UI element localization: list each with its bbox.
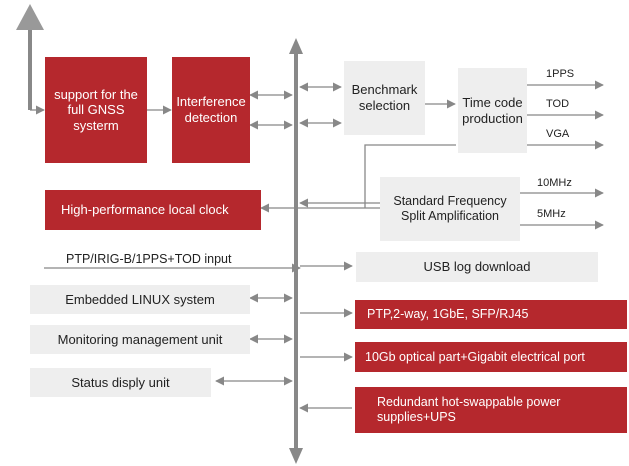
interference-block-label: Interference detection <box>176 94 246 125</box>
optical-block-label: 10Gb optical part+Gigabit electrical por… <box>365 349 585 364</box>
ptp-input-label: PTP/IRIG-B/1PPS+TOD input <box>66 252 232 266</box>
tod-label: TOD <box>546 98 570 110</box>
local-clock-block: High-performance local clock <box>45 190 261 230</box>
linux-block-label: Embedded LINUX system <box>65 291 215 307</box>
gnss-block: support for the full GNSS systerm <box>45 57 147 163</box>
std-freq-block: Standard Frequency Split Amplification <box>380 177 520 241</box>
gnss-block-label: support for the full GNSS systerm <box>54 86 138 133</box>
power-block-label: Redundant hot-swappable power supplies+U… <box>377 395 561 424</box>
status-block: Status disply unit <box>30 368 211 397</box>
ptp-block-label: PTP,2-way, 1GbE, SFP/RJ45 <box>367 307 529 321</box>
benchmark-block-label: Benchmark selection <box>351 82 418 113</box>
usb-log-block: USB log download <box>356 252 598 282</box>
mhz10-label: 10MHz <box>537 177 572 189</box>
main-bus <box>289 38 303 464</box>
mhz5-label: 5MHz <box>537 208 566 220</box>
local-clock-block-label: High-performance local clock <box>61 202 229 218</box>
timecode-block: Time code production <box>458 68 527 153</box>
monitoring-block-label: Monitoring management unit <box>57 331 223 347</box>
linux-block: Embedded LINUX system <box>30 285 250 314</box>
usb-log-block-label: USB log download <box>423 259 531 275</box>
pps-label: 1PPS <box>546 68 575 80</box>
monitoring-block: Monitoring management unit <box>30 325 250 354</box>
optical-block: 10Gb optical part+Gigabit electrical por… <box>355 342 627 372</box>
timecode-block-label: Time code production <box>462 94 523 126</box>
std-freq-block-label: Standard Frequency Split Amplification <box>393 194 507 223</box>
antenna-icon <box>16 4 45 115</box>
ptp-block: PTP,2-way, 1GbE, SFP/RJ45 <box>355 300 627 329</box>
interference-block: Interference detection <box>172 57 250 163</box>
benchmark-block: Benchmark selection <box>344 61 425 135</box>
power-block: Redundant hot-swappable power supplies+U… <box>355 387 627 433</box>
status-block-label: Status disply unit <box>71 374 170 390</box>
vga-label: VGA <box>546 128 570 140</box>
timecode-freq-link <box>364 144 456 208</box>
